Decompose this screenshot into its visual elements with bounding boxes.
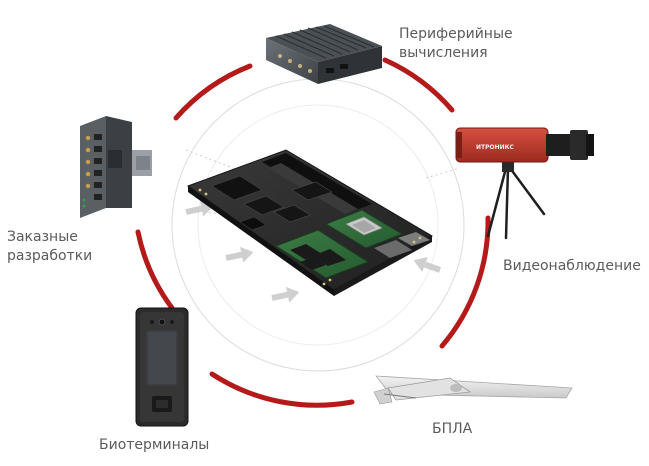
label-peripheral-line1: Периферийные bbox=[399, 26, 513, 42]
label-video-surveillance: Видеонаблюдение bbox=[503, 258, 641, 274]
label-custom-development: Заказные разработки bbox=[7, 228, 92, 266]
uav-image bbox=[373, 375, 573, 405]
dotted-connectors bbox=[185, 149, 461, 215]
edge-computer-image bbox=[266, 24, 382, 84]
label-custom-line2: разработки bbox=[7, 248, 93, 264]
industrial-device-image bbox=[80, 116, 152, 218]
video-camera-image: ИТРОНИКС bbox=[455, 127, 594, 240]
central-board-image bbox=[186, 149, 434, 296]
camera-brand-logo: ИТРОНИКС bbox=[476, 144, 515, 151]
red-ring bbox=[135, 57, 491, 408]
label-peripheral-computing: Периферийные вычисления bbox=[399, 25, 513, 63]
biometric-terminal-image bbox=[135, 307, 189, 427]
arrows bbox=[185, 200, 442, 303]
label-peripheral-line2: вычисления bbox=[399, 45, 488, 61]
arrow-icon bbox=[225, 246, 254, 263]
label-biometric-terminals: Биотерминалы bbox=[99, 437, 210, 453]
label-uav: БПЛА bbox=[432, 421, 473, 437]
arrow-icon bbox=[185, 200, 214, 217]
arrow-icon bbox=[413, 257, 442, 273]
label-custom-line1: Заказные bbox=[7, 229, 78, 245]
arrow-icon bbox=[271, 286, 300, 303]
